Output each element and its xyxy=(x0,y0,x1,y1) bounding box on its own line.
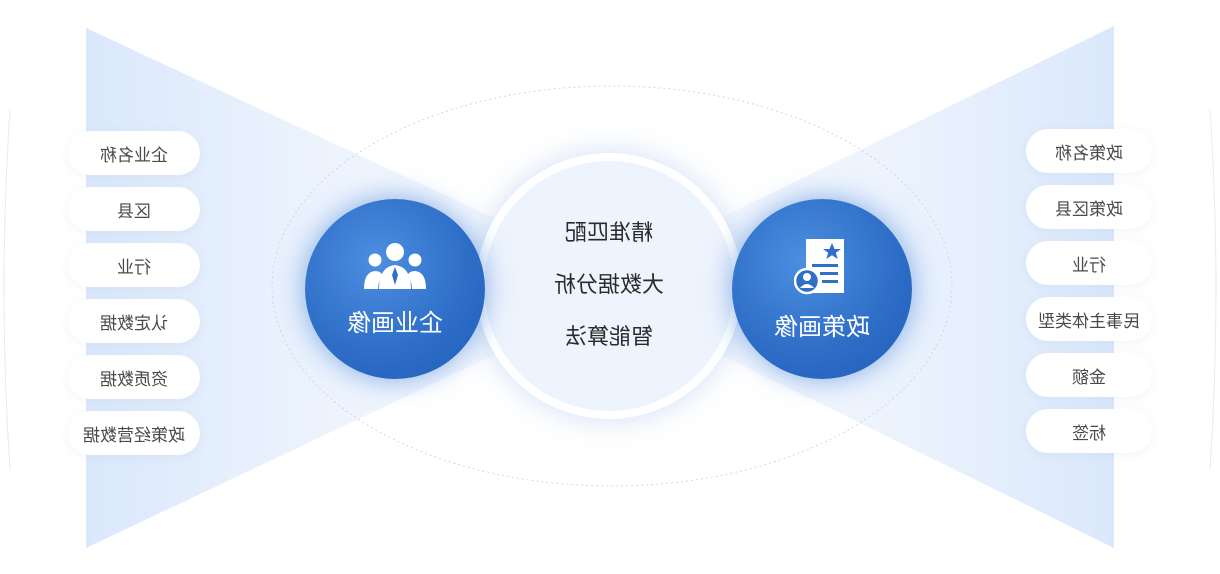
policy-node-label-text: 政策画像 xyxy=(774,312,870,341)
enterprise-item-pill: 行业 xyxy=(68,243,200,287)
enterprise-item-pill: 企业名称 xyxy=(68,131,200,175)
enterprise-node-label: 企业画像 xyxy=(347,303,443,338)
outer-arc-right xyxy=(1209,109,1217,471)
enterprise-profile-node: 企业画像 xyxy=(305,199,485,379)
enterprise-item-label: 企业名称 xyxy=(100,145,168,166)
policy-item-label: 政策名称 xyxy=(1055,143,1123,164)
policy-item-pill: 标签 xyxy=(1026,409,1152,453)
enterprise-item-pill: 认定数据 xyxy=(68,299,200,343)
outer-arc-left xyxy=(3,109,11,471)
enterprise-item-label: 区县 xyxy=(117,201,151,222)
enterprise-item-label: 行业 xyxy=(117,257,151,278)
policy-item-label: 行业 xyxy=(1072,255,1106,276)
policy-node-label: 政策画像 xyxy=(774,307,870,342)
enterprise-item-pill: 资质数据 xyxy=(68,355,200,399)
center-hub: 精准匹配 大数据分析 智能算法 xyxy=(476,153,742,419)
policy-item-label: 民事主体类型 xyxy=(1038,311,1140,332)
enterprise-node-label-text: 企业画像 xyxy=(347,308,443,337)
center-line: 精准匹配 xyxy=(565,208,653,260)
enterprise-item-pill: 区县 xyxy=(68,187,200,231)
center-line-text: 精准匹配 xyxy=(564,221,653,246)
policy-item-pill: 金额 xyxy=(1026,353,1152,397)
document-user-icon xyxy=(794,238,844,294)
policy-item-pill: 行业 xyxy=(1026,241,1152,285)
center-line-text: 大数据分析 xyxy=(553,273,664,298)
enterprise-item-label: 认定数据 xyxy=(100,313,168,334)
policy-item-pill: 民事主体类型 xyxy=(1026,297,1152,341)
people-group-icon xyxy=(364,242,426,289)
policy-item-pill: 政策区县 xyxy=(1026,185,1152,229)
policy-item-label: 标签 xyxy=(1072,423,1106,444)
center-line: 智能算法 xyxy=(565,312,653,364)
enterprise-item-label: 资质数据 xyxy=(100,369,168,390)
policy-item-label: 金额 xyxy=(1072,367,1106,388)
enterprise-item-pill: 政策经营数据 xyxy=(68,411,200,455)
center-line: 大数据分析 xyxy=(554,260,664,312)
policy-item-label: 政策区县 xyxy=(1055,199,1123,220)
policy-item-pill: 政策名称 xyxy=(1026,129,1152,173)
enterprise-item-label: 政策经营数据 xyxy=(83,425,185,446)
orbit-ring xyxy=(271,85,953,487)
policy-profile-node: 政策画像 xyxy=(732,199,912,379)
center-line-text: 智能算法 xyxy=(564,325,653,350)
